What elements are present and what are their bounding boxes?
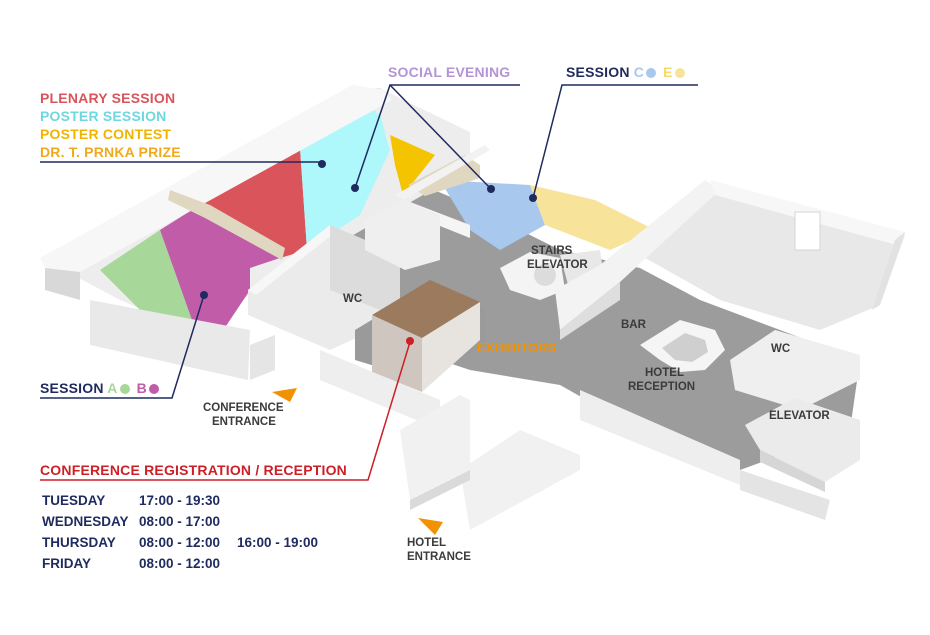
- leader-session-ce-dot: [529, 194, 537, 202]
- bar-counter-inner: [662, 333, 708, 362]
- small-room-top: [365, 200, 440, 270]
- label-social-evening: SOCIAL EVENING: [388, 64, 511, 80]
- exhibitors-stand-side: [422, 302, 480, 392]
- schedule-time-3a: 08:00 - 12:00: [139, 535, 221, 550]
- wall-social-block: [395, 145, 490, 200]
- session-e-dot: [674, 68, 685, 78]
- leader-social-2: [389, 84, 491, 189]
- leader-legend-dot: [318, 160, 326, 168]
- entrance-corridor-face: [410, 470, 470, 510]
- hotel-divider-wall: [555, 180, 720, 330]
- room-session-b: [160, 208, 280, 335]
- label-hotel-reception-1: HOTEL: [645, 367, 684, 379]
- elevator-right-face: [760, 450, 825, 492]
- hotel-divider-face: [560, 282, 620, 340]
- legend-poster: POSTER SESSION: [40, 108, 167, 124]
- label-elevator-right: ELEVATOR: [769, 410, 830, 422]
- leader-session-ab-dot: [200, 291, 208, 299]
- hotel-right-wall-side: [872, 232, 905, 310]
- schedule-time-1a: 17:00 - 19:30: [139, 493, 221, 508]
- session-a-letter: A: [107, 380, 118, 396]
- wall-rim-top: [40, 85, 392, 272]
- schedule-time-4a: 08:00 - 12:00: [139, 556, 221, 571]
- session-e-letter: E: [663, 64, 673, 80]
- room-session-e: [530, 185, 655, 250]
- label-conference-entrance-2: ENTRANCE: [212, 416, 276, 428]
- exhibitors-stand: [372, 280, 480, 338]
- leader-session-ce: [532, 84, 698, 199]
- wc-left-top: [248, 225, 338, 295]
- label-wc-left: WC: [343, 293, 363, 305]
- legend-prize: DR. T. PRNKA PRIZE: [40, 144, 181, 160]
- front-wall-middle: [320, 350, 440, 430]
- room-plenary: [195, 148, 307, 258]
- room-session-a: [100, 230, 192, 335]
- elevator-right-block: [745, 398, 860, 482]
- schedule-day-3: THURSDAY: [42, 535, 116, 550]
- stairs-core: [534, 264, 556, 286]
- schedule-time-3b: 16:00 - 19:00: [237, 535, 319, 550]
- leader-session-ab: [40, 294, 205, 399]
- entrance-corridor-left: [400, 395, 470, 500]
- schedule-day-4: FRIDAY: [42, 556, 92, 571]
- leader-registration: [40, 341, 411, 481]
- label-hotel-reception-2: RECEPTION: [628, 381, 696, 393]
- room-contest: [390, 135, 435, 195]
- schedule-time-2a: 08:00 - 17:00: [139, 514, 221, 529]
- session-c-dot: [646, 68, 657, 78]
- leader-registration-dot: [406, 337, 414, 345]
- label-session-ce: SESSION C E: [566, 64, 688, 80]
- entrance-corridor-right: [460, 430, 580, 530]
- label-session-ab: SESSION A B: [40, 380, 162, 396]
- label-conference-entrance-1: CONFERENCE: [203, 402, 284, 414]
- leader-social-dot-2: [487, 185, 495, 193]
- label-stairs: STAIRS: [531, 245, 573, 257]
- conference-wall-a: [250, 335, 275, 380]
- front-wall-far-right: [740, 470, 830, 520]
- session-ce-prefix: SESSION: [566, 64, 630, 80]
- label-hotel-entrance-2: ENTRANCE: [407, 551, 471, 563]
- room-session-c: [440, 180, 545, 250]
- session-a-dot: [119, 384, 130, 394]
- stairs: [500, 252, 565, 300]
- wc-right-block: [730, 330, 860, 410]
- leader-social-dot-1: [351, 184, 359, 192]
- hotel-window: [794, 211, 821, 251]
- session-b-dot: [148, 384, 159, 394]
- registration-title: CONFERENCE REGISTRATION / RECEPTION: [40, 462, 347, 478]
- label-hotel-entrance-1: HOTEL: [407, 537, 446, 549]
- front-wall-right-long: [580, 390, 740, 485]
- schedule-day-2: WEDNESDAY: [42, 514, 129, 529]
- label-bar: BAR: [621, 319, 646, 331]
- label-wc-right: WC: [771, 343, 791, 355]
- legend-contest: POSTER CONTEST: [40, 126, 172, 142]
- legend-plenary: PLENARY SESSION: [40, 90, 176, 106]
- slatted-panel-left: [168, 190, 285, 260]
- session-ab-prefix: SESSION: [40, 380, 104, 396]
- label-exhibitors: EXHIBITORS: [477, 340, 557, 355]
- session-c-letter: C: [633, 64, 645, 80]
- hotel-entrance-arrow: [418, 518, 443, 535]
- room-poster-2: [355, 113, 388, 200]
- session-b-letter: B: [136, 380, 147, 396]
- label-elevator-center: ELEVATOR: [527, 259, 588, 271]
- front-wall-left: [90, 300, 250, 380]
- conference-entrance-arrow: [272, 388, 297, 402]
- wall-rim-top-shadow: [45, 268, 80, 300]
- schedule-day-1: TUESDAY: [42, 493, 106, 508]
- exhibitors-stand-front: [372, 315, 422, 392]
